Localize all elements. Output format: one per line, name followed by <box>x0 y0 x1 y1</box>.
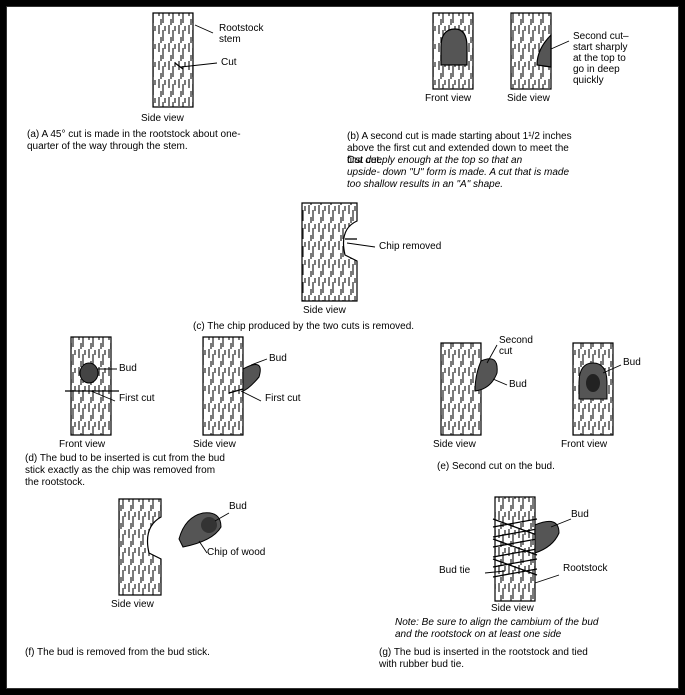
caption-b-italic: Cut deeply enough at the top so that an … <box>347 155 570 190</box>
label-bud-d2: Bud <box>269 353 287 364</box>
view-label-b-side: Side view <box>507 93 550 104</box>
label-chip-removed: Chip removed <box>379 241 442 252</box>
label-bud-e2: Bud <box>623 357 641 368</box>
view-label-a: Side view <box>141 113 184 124</box>
stem-e-side <box>440 342 482 436</box>
view-label-d-front: Front view <box>59 439 106 450</box>
stem-d-side <box>202 336 244 436</box>
view-label-c: Side view <box>303 305 346 316</box>
label-first-cut-d1: First cut <box>119 393 155 404</box>
label-chip-of-wood: Chip of wood <box>207 547 266 558</box>
label-rootstock-stem: Rootstock stem <box>219 23 264 45</box>
caption-d: (d) The bud to be inserted is cut from t… <box>25 453 225 488</box>
note-g: Note: Be sure to align the cambium of th… <box>395 617 599 640</box>
stem-b-side <box>510 12 552 90</box>
label-bud-e1: Bud <box>509 379 527 390</box>
view-label-g: Side view <box>491 603 534 614</box>
stem-a <box>152 12 194 108</box>
stem-d-front <box>70 336 112 436</box>
label-bud-g: Bud <box>571 509 589 520</box>
caption-g: (g) The bud is inserted in the rootstock… <box>379 647 588 670</box>
caption-b: (b) A second cut is made starting about … <box>347 131 572 166</box>
label-bud-tie: Bud tie <box>439 565 471 576</box>
label-rootstock: Rootstock <box>563 563 608 574</box>
label-second-cut-e: Second cut <box>499 335 533 357</box>
caption-e: (e) Second cut on the bud. <box>437 461 555 472</box>
label-cut: Cut <box>221 57 237 68</box>
view-label-d-side: Side view <box>193 439 236 450</box>
label-second-cut-b: Second cut– start sharply at the top to … <box>573 31 629 86</box>
stem-g <box>494 496 536 602</box>
view-label-e-side: Side view <box>433 439 476 450</box>
view-label-e-front: Front view <box>561 439 608 450</box>
label-first-cut-d2: First cut <box>265 393 301 404</box>
view-label-b-front: Front view <box>425 93 472 104</box>
label-bud-f: Bud <box>229 501 247 512</box>
view-label-f: Side view <box>111 599 154 610</box>
caption-c: (c) The chip produced by the two cuts is… <box>193 321 415 332</box>
caption-a: (a) A 45° cut is made in the rootstock a… <box>27 129 241 152</box>
diagram-drawings <box>65 12 622 602</box>
label-bud-d1: Bud <box>119 363 137 374</box>
caption-f: (f) The bud is removed from the bud stic… <box>25 647 210 658</box>
grafting-diagram: Rootstock stem Cut Side view (a) A 45° c… <box>6 6 679 689</box>
stem-f <box>118 498 162 596</box>
stem-c <box>301 202 358 302</box>
